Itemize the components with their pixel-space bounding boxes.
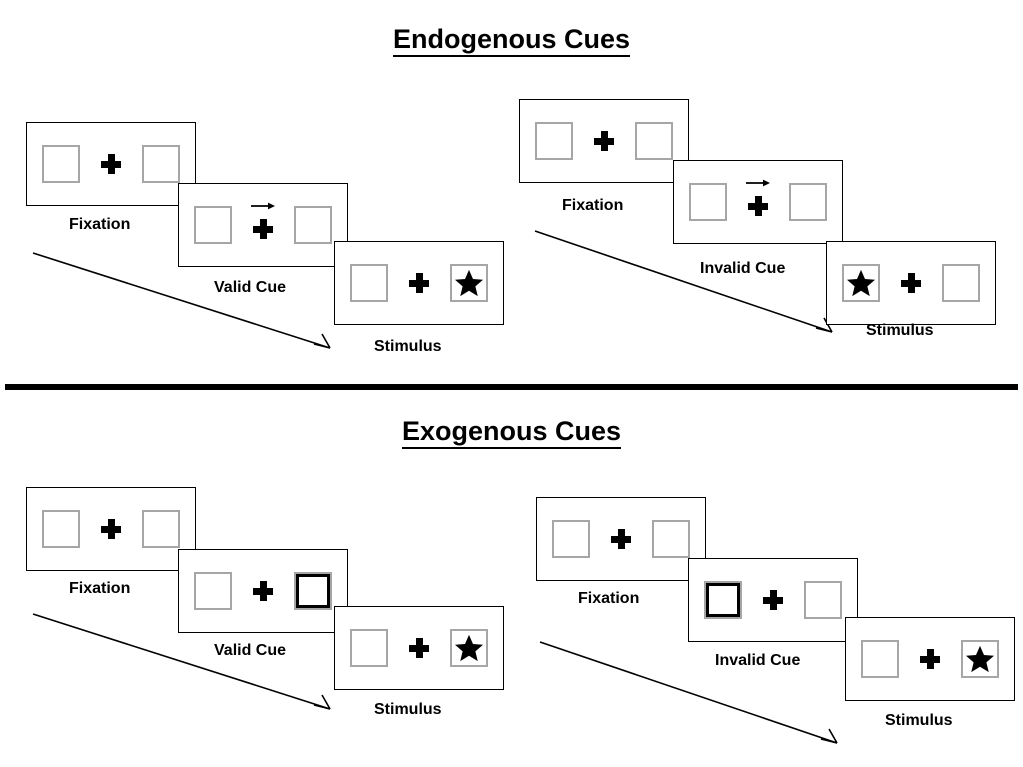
panel-label-exogenous-invalid-stimulus: Stimulus bbox=[885, 712, 953, 729]
stimulus-box-right-target bbox=[450, 264, 488, 302]
panel-exogenous-valid-fixation[interactable] bbox=[26, 487, 196, 571]
plus-icon bbox=[920, 649, 940, 669]
time-arrow-icon-exogenous-valid bbox=[32, 613, 331, 710]
plus-icon bbox=[763, 590, 783, 610]
stimulus-box-left bbox=[42, 145, 80, 183]
panel-endogenous-valid-stimulus[interactable] bbox=[334, 241, 504, 325]
stimulus-box-right bbox=[635, 122, 673, 160]
stimulus-box-left bbox=[194, 572, 232, 610]
plus-icon bbox=[594, 131, 614, 151]
plus-icon bbox=[901, 273, 921, 293]
plus-icon bbox=[409, 638, 429, 658]
star-icon bbox=[455, 634, 483, 662]
stimulus-box-left bbox=[42, 510, 80, 548]
stimulus-box-left bbox=[535, 122, 573, 160]
stimulus-box-right-target bbox=[961, 640, 999, 678]
plus-icon bbox=[611, 529, 631, 549]
panel-label-exogenous-invalid-cue: Invalid Cue bbox=[715, 652, 801, 669]
star-icon bbox=[847, 269, 875, 297]
section-title-endogenous: Endogenous Cues bbox=[0, 24, 1023, 57]
panel-endogenous-invalid-cue[interactable] bbox=[673, 160, 843, 244]
plus-icon bbox=[101, 154, 121, 174]
plus-icon bbox=[253, 581, 273, 601]
stimulus-box-left bbox=[194, 206, 232, 244]
plus-icon bbox=[253, 219, 273, 239]
panel-exogenous-invalid-fixation[interactable] bbox=[536, 497, 706, 581]
time-arrow-icon-exogenous-invalid bbox=[539, 641, 838, 744]
panel-endogenous-invalid-stimulus[interactable] bbox=[826, 241, 996, 325]
panel-label-exogenous-valid-fixation: Fixation bbox=[69, 580, 131, 597]
section-title-exogenous: Exogenous Cues bbox=[0, 416, 1023, 449]
star-icon bbox=[455, 269, 483, 297]
stimulus-box-left bbox=[689, 183, 727, 221]
panel-exogenous-valid-cue[interactable] bbox=[178, 549, 348, 633]
arrow-right-icon bbox=[746, 179, 770, 187]
panel-label-endogenous-valid-cue: Valid Cue bbox=[214, 279, 287, 296]
panel-endogenous-valid-cue[interactable] bbox=[178, 183, 348, 267]
plus-icon bbox=[101, 519, 121, 539]
stimulus-box-left bbox=[552, 520, 590, 558]
stimulus-box-right bbox=[142, 510, 180, 548]
panel-label-endogenous-invalid-stimulus: Stimulus bbox=[866, 322, 934, 339]
panel-exogenous-invalid-cue[interactable] bbox=[688, 558, 858, 642]
stimulus-box-right bbox=[294, 206, 332, 244]
time-arrow-icon-endogenous-invalid bbox=[534, 230, 833, 333]
plus-icon bbox=[748, 196, 768, 216]
time-arrow-icon-endogenous-valid bbox=[32, 252, 331, 349]
stimulus-box-left bbox=[350, 629, 388, 667]
stimulus-box-right bbox=[789, 183, 827, 221]
stimulus-box-left-target bbox=[842, 264, 880, 302]
panel-label-endogenous-invalid-fixation: Fixation bbox=[562, 197, 624, 214]
panel-label-endogenous-invalid-cue: Invalid Cue bbox=[700, 260, 786, 277]
section-title-endogenous-text: Endogenous Cues bbox=[392, 24, 630, 57]
stimulus-box-right-target bbox=[450, 629, 488, 667]
star-icon bbox=[966, 645, 994, 673]
stimulus-box-right bbox=[652, 520, 690, 558]
stimulus-box-right-cued bbox=[294, 572, 332, 610]
stimulus-box-left bbox=[350, 264, 388, 302]
panel-label-exogenous-valid-cue: Valid Cue bbox=[214, 642, 287, 659]
stimulus-box-left-cued bbox=[704, 581, 742, 619]
arrow-right-icon bbox=[251, 202, 275, 210]
panel-endogenous-valid-fixation[interactable] bbox=[26, 122, 196, 206]
panel-endogenous-invalid-fixation[interactable] bbox=[519, 99, 689, 183]
stimulus-box-right bbox=[142, 145, 180, 183]
section-divider bbox=[5, 384, 1018, 390]
panel-exogenous-valid-stimulus[interactable] bbox=[334, 606, 504, 690]
section-title-exogenous-text: Exogenous Cues bbox=[401, 416, 622, 449]
panel-label-exogenous-valid-stimulus: Stimulus bbox=[374, 701, 442, 718]
plus-icon bbox=[409, 273, 429, 293]
panel-label-exogenous-invalid-fixation: Fixation bbox=[578, 590, 640, 607]
stimulus-box-right bbox=[804, 581, 842, 619]
stimulus-box-left bbox=[861, 640, 899, 678]
section-endogenous: Endogenous Cues Fixation bbox=[0, 24, 1023, 355]
panel-label-endogenous-valid-fixation: Fixation bbox=[69, 216, 131, 233]
section-exogenous: Exogenous Cues Fixation Valid Cue bbox=[0, 390, 1023, 767]
panel-label-endogenous-valid-stimulus: Stimulus bbox=[374, 338, 442, 355]
stimulus-box-right bbox=[942, 264, 980, 302]
panel-exogenous-invalid-stimulus[interactable] bbox=[845, 617, 1015, 701]
